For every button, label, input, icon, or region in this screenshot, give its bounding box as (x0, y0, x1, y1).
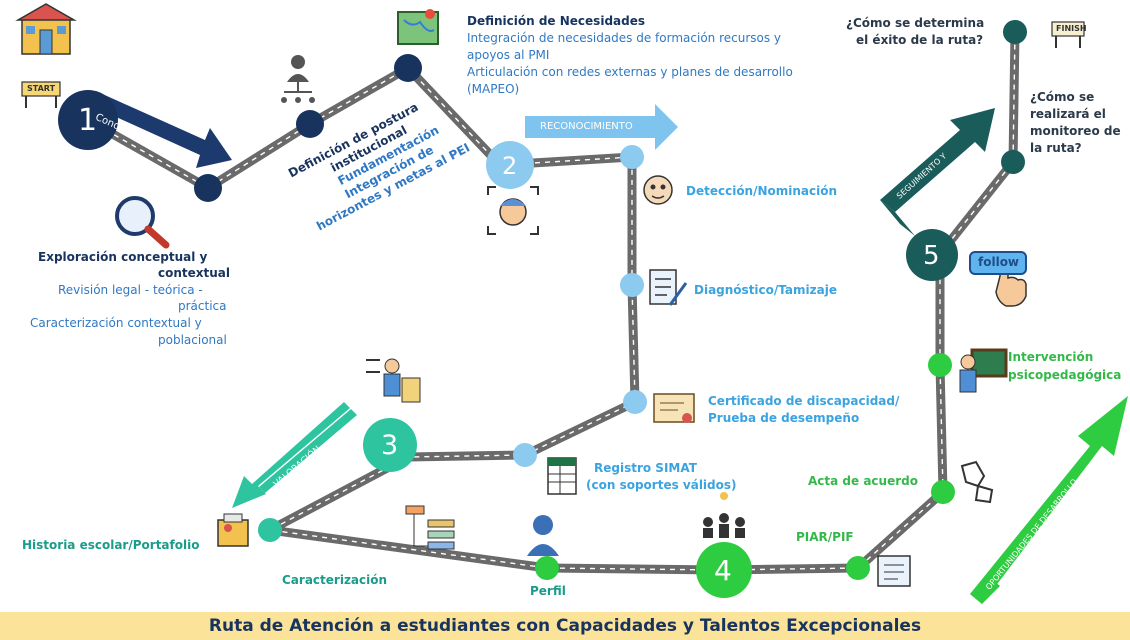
agreement-icon (960, 460, 994, 504)
necesidades-line-1: Definición de Necesidades (467, 14, 645, 28)
exito-question-1: ¿Cómo se determina (846, 16, 985, 30)
worker-icon (366, 358, 421, 403)
simat-label-2: (con soportes válidos) (586, 478, 737, 492)
face-icon (643, 175, 673, 205)
necesidades-line-2: Integración de necesidades de formación … (467, 31, 782, 45)
monitoreo-question-1: ¿Cómo se (1030, 90, 1095, 104)
presenter-icon (281, 55, 315, 103)
spreadsheet-icon (547, 457, 577, 495)
step-2-number: 2 (502, 152, 518, 180)
map-icon (397, 9, 439, 45)
seguimiento-arrow (880, 108, 995, 236)
piar-label: PIAR/PIF (796, 530, 854, 544)
certificado-label-2: Prueba de desempeño (708, 411, 860, 425)
waypoint-postura (296, 110, 324, 138)
step-5-circle (906, 229, 958, 281)
valoracion-arrow (232, 402, 357, 508)
monitoreo-question-2: realizará el (1030, 107, 1106, 121)
portfolio-icon (217, 513, 249, 547)
finish-sign-icon (1051, 21, 1085, 48)
exito-question-2: el éxito de la ruta? (856, 33, 984, 47)
waypoint-exito (1003, 20, 1027, 44)
monitoreo-question-4: la ruta? (1030, 141, 1082, 155)
exploracion-line-6: poblacional (158, 333, 227, 347)
caracterizacion-label: Caracterización (282, 573, 388, 587)
follow-badge-icon (969, 251, 1027, 275)
waypoint-intervencion (928, 353, 952, 377)
step-4-circle (696, 542, 752, 598)
waypoint-exploracion (194, 174, 222, 202)
monitoreo-question-3: monitoreo de (1030, 124, 1121, 138)
follow-badge-label: follow (978, 255, 1020, 269)
step-1-number: 1 (78, 103, 98, 138)
school-icon (15, 3, 77, 55)
waypoint-simat (513, 443, 537, 467)
face-scan-icon (487, 186, 539, 235)
certificado-label-1: Certificado de discapacidad/ (708, 394, 900, 408)
historia-label: Historia escolar/Portafolio (22, 538, 200, 552)
exploracion-line-3: Revisión legal - teórica - (58, 283, 203, 297)
waypoint-piar (846, 556, 870, 580)
step-3-number: 3 (381, 430, 399, 461)
waypoint-certificado (623, 390, 647, 414)
exploracion-line-1: Exploración conceptual y (38, 250, 208, 264)
waypoint-perfil (535, 556, 559, 580)
magnifier-icon (115, 196, 170, 249)
oportunidades-arrow (970, 396, 1128, 604)
deteccion-label: Detección/Nominación (686, 184, 838, 198)
simat-label-1: Registro SIMAT (594, 461, 697, 475)
person-icon (527, 515, 559, 556)
step-4-number: 4 (714, 554, 732, 587)
group-icon (703, 492, 745, 538)
start-sign-label: START (27, 84, 56, 93)
intervencion-label-1: Intervención (1008, 350, 1094, 364)
certificate-icon (653, 393, 695, 423)
hierarchy-icon (405, 505, 455, 550)
reconocimiento-arrow (525, 104, 678, 150)
exploracion-line-2: contextual (158, 266, 231, 280)
step-circles (58, 90, 958, 598)
reconocimiento-arrow-label: RECONOCIMIENTO (540, 121, 633, 132)
intervencion-label-2: psicopedagógica (1008, 368, 1122, 382)
waypoint-monitoreo (1001, 150, 1025, 174)
necesidades-line-4: Articulación con redes externas y planes… (467, 65, 793, 79)
step-5-number: 5 (923, 241, 940, 271)
teacher-icon (959, 348, 1008, 393)
step-1-circle (58, 90, 118, 150)
step-2-circle (486, 141, 534, 189)
acta-label: Acta de acuerdo (808, 474, 918, 488)
finish-sign-label: FINISH (1056, 24, 1087, 33)
waypoints (194, 20, 1027, 580)
form-icon (877, 555, 911, 587)
perfil-label: Perfil (530, 584, 566, 598)
waypoint-diagnostico (620, 273, 644, 297)
exploracion-line-5: Caracterización contextual y (30, 316, 202, 330)
start-sign-icon (21, 81, 61, 108)
exploracion-line-4: práctica (178, 299, 227, 313)
checklist-icon (649, 269, 688, 306)
condiciones-arrow (92, 92, 232, 168)
page-title: Ruta de Atención a estudiantes con Capac… (208, 616, 922, 636)
waypoint-necesidades (394, 54, 422, 82)
diagnostico-label: Diagnóstico/Tamizaje (694, 283, 837, 297)
waypoint-historia (258, 518, 282, 542)
step-3-circle (363, 418, 417, 472)
necesidades-line-5: (MAPEO) (467, 82, 520, 96)
waypoint-deteccion (620, 145, 644, 169)
necesidades-line-3: apoyos al PMI (467, 48, 550, 62)
title-banner: Ruta de Atención a estudiantes con Capac… (0, 612, 1130, 640)
waypoint-acta (931, 480, 955, 504)
